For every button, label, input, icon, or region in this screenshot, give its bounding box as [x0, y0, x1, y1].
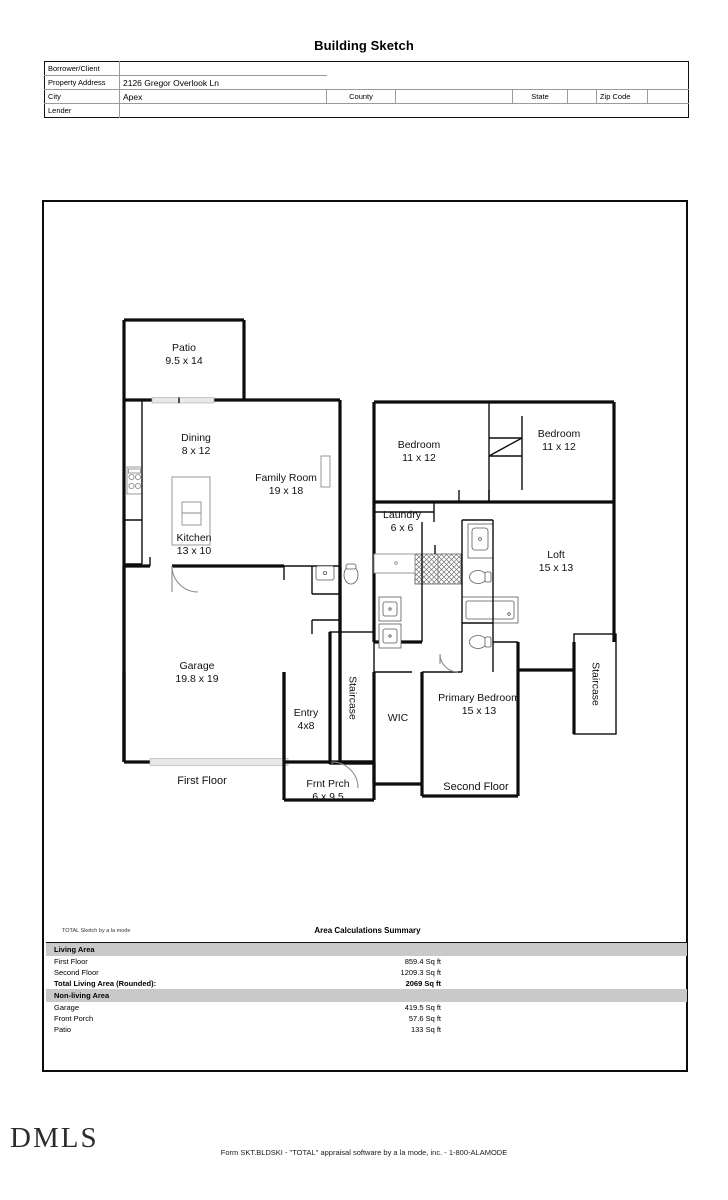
room-label-kitchen: Kitchen 13 x 10 — [176, 532, 212, 557]
table-row-patio-area: Patio 133 Sq ft — [46, 1024, 687, 1035]
caption-second-floor: Second Floor — [443, 781, 509, 793]
brand-logo: DMLS — [10, 1122, 99, 1154]
table-row-total-living-area: Total Living Area (Rounded): 2069 Sq ft — [46, 978, 687, 989]
room-label-patio: Patio 9.5 x 14 — [165, 342, 203, 367]
first-floor-plan — [122, 318, 376, 802]
address-value[interactable]: 2126 Gregor Overlook Ln — [119, 75, 327, 90]
band-living-area: Living Area — [46, 943, 687, 956]
state-label: State — [512, 89, 568, 104]
room-label-family: Family Room 19 x 18 — [255, 472, 317, 497]
table-row-first-floor-area: First Floor 859.4 Sq ft — [46, 956, 687, 967]
second-floor-area-value: 1209.3 Sq ft — [400, 968, 441, 977]
zip-value[interactable] — [647, 89, 689, 104]
attic-stair-symbol — [458, 402, 523, 502]
second-floor-plan — [372, 400, 617, 798]
first-floor-area-label: First Floor — [54, 957, 88, 966]
room-outline-primary-bedroom — [420, 670, 520, 798]
room-label-front-porch: Frnt Prch 6 x 9.5 — [306, 778, 350, 803]
room-outline-bedrooms — [372, 400, 616, 504]
county-value[interactable] — [395, 89, 513, 104]
city-label: City — [44, 89, 120, 104]
lender-value[interactable] — [119, 103, 327, 118]
garage-door — [149, 758, 289, 766]
room-label-loft: Loft 15 x 13 — [538, 549, 574, 574]
door-swing-garage — [171, 565, 199, 593]
total-living-area-label: Total Living Area (Rounded): — [54, 979, 157, 988]
borrower-value[interactable] — [119, 61, 327, 76]
laundry-partitions — [421, 520, 463, 642]
first-floor-area-value: 859.4 Sq ft — [404, 957, 441, 966]
table-row-lender: Lender — [44, 103, 689, 118]
door-swing-front — [331, 761, 359, 789]
sketch-frame: Patio 9.5 x 14 Dining 8 x 12 Family Room… — [42, 200, 688, 1072]
total-living-area-value: 2069 Sq ft — [405, 979, 441, 988]
room-outline-wic — [372, 671, 423, 786]
room-label-entry: Entry 4x8 — [293, 707, 319, 732]
patio-area-value: 133 Sq ft — [410, 1025, 441, 1034]
room-label-bedroom-2: Bedroom 11 x 12 — [537, 428, 581, 453]
sketch-credit: TOTAL Sketch by a la mode — [62, 928, 131, 934]
kitchen-island — [171, 476, 211, 546]
room-label-staircase-first: Staircase — [346, 676, 359, 720]
area-calculations-summary: TOTAL Sketch by a la mode Area Calculati… — [46, 923, 687, 1035]
zip-label: Zip Code — [596, 89, 648, 104]
room-outline-patio — [122, 318, 246, 400]
page-title: Building Sketch — [314, 38, 414, 53]
room-label-primary-bedroom: Primary Bedroom 15 x 13 — [438, 692, 520, 717]
room-label-garage: Garage 19.8 x 19 — [175, 660, 219, 685]
bath-partitions — [461, 519, 494, 672]
stove-icon — [126, 466, 143, 495]
garage-area-label: Garage — [54, 1003, 80, 1012]
county-label: County — [326, 89, 396, 104]
front-porch-area-label: Front Porch — [54, 1014, 94, 1023]
band-non-living-area: Non-living Area — [46, 989, 687, 1002]
powder-room-fixtures — [315, 563, 359, 585]
sliding-door-patio — [151, 397, 215, 404]
room-label-laundry: Laundry 6 x 6 — [383, 509, 421, 534]
front-porch-area-value: 57.6 Sq ft — [408, 1014, 441, 1023]
summary-header: TOTAL Sketch by a la mode Area Calculati… — [46, 923, 687, 943]
table-row-second-floor-area: Second Floor 1209.3 Sq ft — [46, 967, 687, 978]
state-value[interactable] — [567, 89, 597, 104]
borrower-label: Borrower/Client — [44, 61, 120, 76]
floor-plan-drawing — [122, 318, 617, 802]
summary-title: Area Calculations Summary — [314, 926, 421, 935]
garage-walls — [124, 557, 340, 580]
lender-label: Lender — [44, 103, 120, 118]
table-row-city: City Apex County State Zip Code — [44, 89, 689, 104]
form-footer-note: Form SKT.BLDSKI - "TOTAL" appraisal soft… — [220, 1148, 508, 1157]
staircase-second-floor — [572, 633, 617, 735]
address-label: Property Address — [44, 75, 120, 90]
secondary-sinks — [378, 596, 402, 649]
table-row-garage-area: Garage 419.5 Sq ft — [46, 1002, 687, 1013]
second-floor-area-label: Second Floor — [54, 968, 99, 977]
loft-stair-walls — [493, 641, 576, 672]
city-value[interactable]: Apex — [119, 89, 327, 104]
room-label-staircase-second: Staircase — [589, 662, 602, 706]
room-label-bedroom-1: Bedroom 11 x 12 — [397, 439, 441, 464]
entry-and-porch — [282, 672, 376, 802]
garage-area-value: 419.5 Sq ft — [404, 1003, 441, 1012]
table-row-borrower: Borrower/Client — [44, 61, 689, 76]
property-info-table: Borrower/Client Property Address 2126 Gr… — [44, 61, 689, 118]
caption-first-floor: First Floor — [177, 775, 227, 787]
laundry-appliances — [373, 545, 462, 585]
table-row-address: Property Address 2126 Gregor Overlook Ln — [44, 75, 689, 90]
bathroom-fixtures — [461, 523, 519, 649]
table-row-front-porch-area: Front Porch 57.6 Sq ft — [46, 1013, 687, 1024]
window-family-room — [320, 455, 331, 488]
hall-partitions — [311, 566, 340, 634]
door-swing-primary-bath — [439, 653, 459, 673]
room-label-wic: WIC — [387, 712, 409, 724]
patio-area-label: Patio — [54, 1025, 72, 1034]
room-label-dining: Dining 8 x 12 — [181, 432, 211, 457]
